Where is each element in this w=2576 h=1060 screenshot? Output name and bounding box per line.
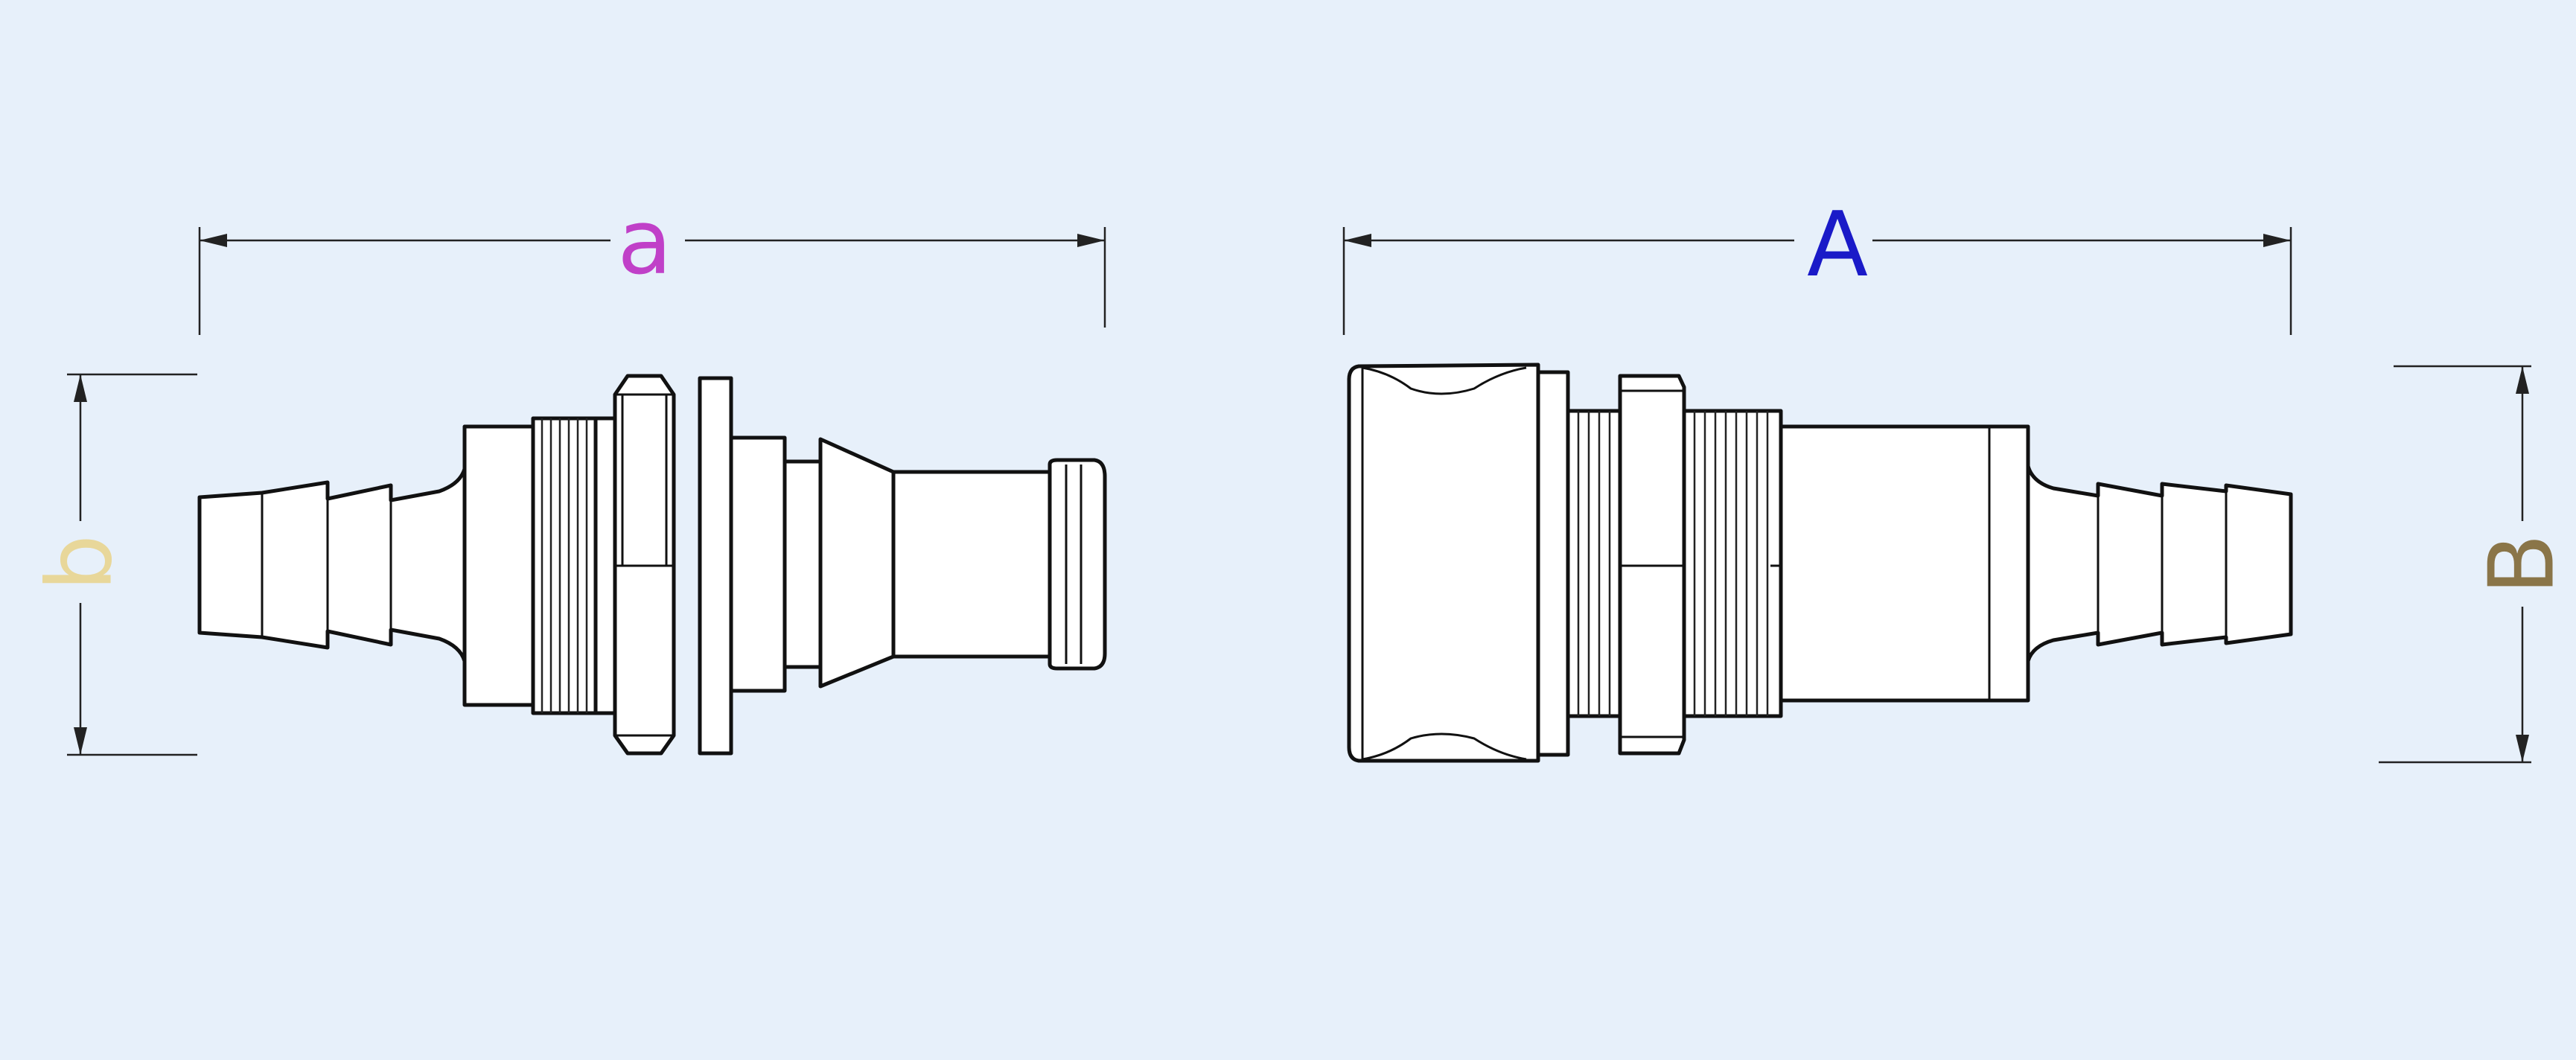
- left-neck: [729, 435, 787, 693]
- dimension-b-label: b: [29, 534, 133, 591]
- right-body: [1779, 424, 2030, 703]
- left-hose-barb: [197, 467, 467, 663]
- right-large-thread: [1682, 409, 1783, 718]
- right-sleeve: [1347, 363, 1540, 763]
- dimension-B: B: [2379, 365, 2575, 764]
- left-fitting: [197, 374, 1107, 756]
- right-collar: [1536, 370, 1570, 757]
- dimension-b: b: [29, 373, 197, 756]
- dimension-a: a: [198, 191, 1106, 335]
- left-nose: [891, 470, 1052, 659]
- left-cone: [818, 437, 896, 689]
- right-fitting: [1347, 363, 2293, 763]
- dimension-B-label: B: [2471, 534, 2575, 595]
- dimension-A: A: [1342, 194, 2292, 335]
- right-small-thread-lines: [1577, 411, 1611, 716]
- right-small-thread: [1566, 409, 1622, 718]
- dimension-A-label: A: [1807, 194, 1868, 297]
- right-large-thread-lines: [1693, 411, 1769, 716]
- left-washer: [698, 376, 733, 756]
- left-nose-tip: [1048, 458, 1107, 671]
- dimension-a-label: a: [617, 191, 672, 295]
- right-hose-barb: [2026, 464, 2293, 663]
